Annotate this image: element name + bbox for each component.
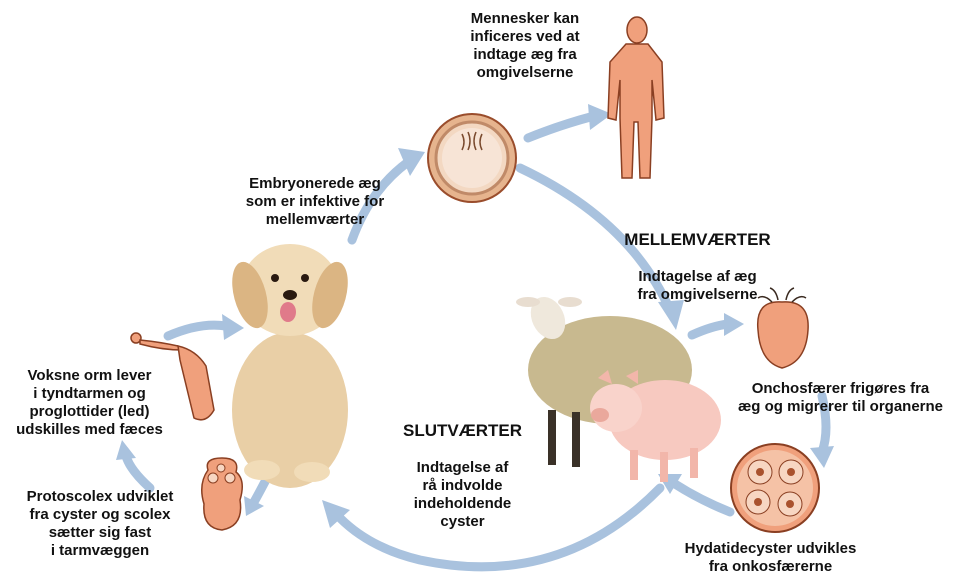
protoscolex-illustration [202,458,243,530]
intermediate-hosts-block: MELLEMVÆRTER Indtagelse af æg fra omgive… [590,212,805,304]
egg-illustration [428,114,516,202]
arrow-to-oncosphere [692,324,728,335]
pig-image [590,370,721,482]
definitive-hosts-text: Indtagelse af rå indvolde indeholdende c… [414,459,512,530]
definitive-hosts-block: SLUTVÆRTER Indtagelse af rå indvolde ind… [385,403,540,531]
arrow-hydatid-to-intermediate [675,484,730,512]
arrow-oncosphere-to-hydatid-head [810,446,834,468]
oncosphere-text: Onchosfærer frigøres fra æg og migrerer … [716,380,965,416]
hydatid-cyst-text: Hydatidecyster udvikles fra onkosfærerne [658,540,883,576]
embryonated-eggs-text: Embryonerede æg som er infektive for mel… [220,175,410,229]
hydatid-cyst-illustration [731,444,819,532]
protoscolex-text: Protoscolex udviklet fra cyster og scole… [0,488,200,560]
arrow-protoscolex-to-adult [126,456,150,488]
arrow-adult-to-dog [168,325,226,336]
definitive-hosts-title: SLUTVÆRTER [385,421,540,441]
arrow-to-oncosphere-head [724,313,744,336]
arrow-egg-to-intermediate-head [658,300,684,330]
human-infection-text: Mennesker kan inficeres ved at indtage æ… [445,10,605,82]
adult-worm-text: Voksne orm lever i tyndtarmen og proglot… [2,367,177,439]
human-silhouette [608,17,664,178]
dog-image [226,244,355,488]
arrow-adult-to-dog-head [222,314,244,340]
arrow-egg-to-human [528,116,594,138]
intermediate-hosts-title: MELLEMVÆRTER [590,230,805,250]
arrow-protoscolex-to-adult-head [116,440,136,460]
intermediate-hosts-text: Indtagelse af æg fra omgivelserne [637,268,757,303]
